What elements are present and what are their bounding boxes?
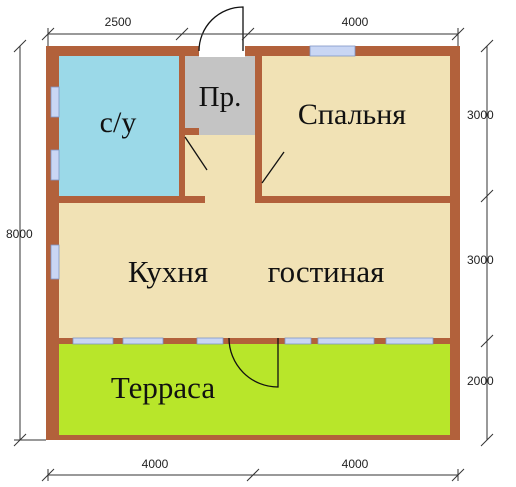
wall-bath-stub	[179, 176, 185, 196]
dim-tick	[480, 433, 494, 447]
terrace-area	[59, 344, 450, 435]
window-terrace-4	[284, 337, 312, 345]
window-left-1	[50, 86, 60, 118]
window-left-2	[50, 149, 60, 181]
wall-bed-bottom	[255, 196, 450, 203]
window-terrace-1	[72, 337, 114, 345]
dim-top-right: 4000	[342, 15, 369, 29]
hall-area	[185, 135, 255, 203]
door-bath-swing	[184, 136, 208, 171]
dim-tick	[175, 27, 189, 41]
dim-tick	[241, 27, 255, 41]
dim-tick	[13, 39, 27, 53]
dim-tick	[480, 189, 494, 203]
terrace-label: Терраса	[111, 370, 215, 405]
dim-tick	[480, 39, 494, 53]
pantry-area	[185, 56, 255, 135]
dim-left-total: 8000	[6, 227, 33, 241]
entrance-door-gap	[199, 45, 245, 57]
wall-bed-stub	[255, 183, 262, 196]
pantry-label: Пр.	[199, 81, 242, 113]
dim-tick	[246, 468, 260, 482]
wall-bath-bottom	[59, 196, 205, 203]
dim-bottom-left: 4000	[142, 457, 169, 471]
window-left-3	[50, 244, 60, 280]
window-top	[309, 45, 356, 57]
dim-bottom-right: 4000	[342, 457, 369, 471]
dim-tick	[480, 334, 494, 348]
kitchen-area	[59, 203, 450, 338]
entrance-door	[198, 6, 244, 52]
wall-terrace	[59, 338, 450, 344]
bedroom-area	[262, 56, 450, 196]
dim-right-lower: 2000	[467, 374, 494, 388]
living-room-label: гостиная	[268, 254, 385, 289]
dim-right-upper: 3000	[467, 108, 494, 122]
dim-top-left: 2500	[105, 15, 132, 29]
bathroom-area	[59, 56, 179, 196]
bathroom-label: с/у	[100, 106, 137, 139]
dim-right-middle: 3000	[467, 253, 494, 267]
wall-pantry-bottom-left	[185, 128, 199, 135]
wall-bath-pantry	[179, 56, 185, 137]
window-terrace-2	[122, 337, 164, 345]
window-terrace-6	[385, 337, 434, 345]
window-terrace-5	[317, 337, 375, 345]
door-bed-swing	[261, 151, 285, 184]
window-terrace-3	[196, 337, 224, 345]
kitchen-label: Кухня	[128, 254, 208, 289]
terrace-door	[228, 337, 279, 388]
bedroom-label: Спальня	[298, 98, 406, 131]
wall-pantry-bedroom	[255, 56, 262, 137]
